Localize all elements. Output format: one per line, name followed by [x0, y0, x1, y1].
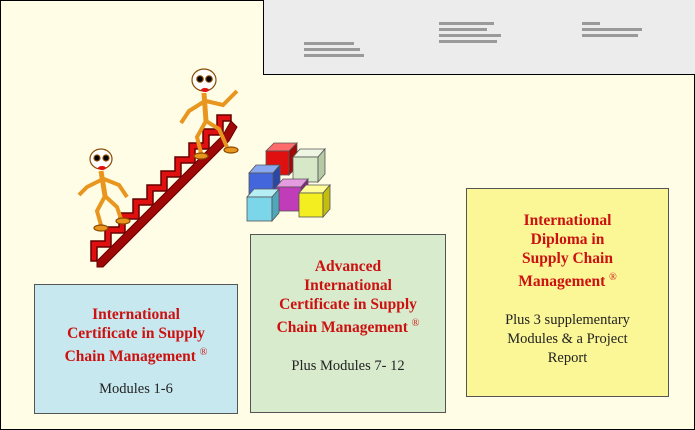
title-line: Certificate in Supply	[279, 296, 417, 313]
title-line: Chain Management	[276, 319, 408, 337]
certificate-description: Modules 1-6	[99, 381, 173, 398]
title-line: Management	[518, 273, 606, 291]
illustration	[77, 68, 331, 268]
diploma-description: Plus 3 supplementary Modules & a Project…	[467, 311, 668, 368]
certificate-title: International Certificate in Supply Chai…	[35, 305, 237, 366]
advanced-certificate-box: Advanced International Certificate in Su…	[250, 234, 446, 413]
title-line: Diploma in	[530, 231, 605, 248]
title-line: International	[523, 212, 612, 229]
title-line: Advanced	[314, 258, 382, 275]
registered-mark: ®	[411, 318, 420, 329]
certificate-image	[263, 0, 695, 75]
title-line: Certificate in Supply	[67, 325, 205, 342]
diploma-box: International Diploma in Supply Chain Ma…	[466, 188, 669, 397]
description-line: Report	[547, 350, 588, 367]
description-line: Modules & a Project	[507, 331, 628, 348]
title-line: Chain Management	[64, 348, 196, 366]
registered-mark: ®	[609, 272, 617, 283]
title-line: International	[92, 306, 180, 323]
building-blocks-icon	[246, 142, 331, 223]
stick-figure-icon	[77, 148, 131, 232]
advanced-certificate-description: Plus Modules 7- 12	[291, 358, 405, 375]
certificate-box: International Certificate in Supply Chai…	[34, 284, 238, 414]
description-line: Plus 3 supplementary	[505, 312, 630, 329]
advanced-certificate-title: Advanced International Certificate in Su…	[251, 257, 445, 337]
registered-mark: ®	[199, 347, 208, 358]
title-line: International	[304, 277, 392, 294]
diploma-title: International Diploma in Supply Chain Ma…	[467, 211, 668, 291]
title-line: Supply Chain	[522, 250, 613, 267]
staircase-icon	[90, 114, 238, 268]
stick-figure-icon	[179, 68, 239, 160]
